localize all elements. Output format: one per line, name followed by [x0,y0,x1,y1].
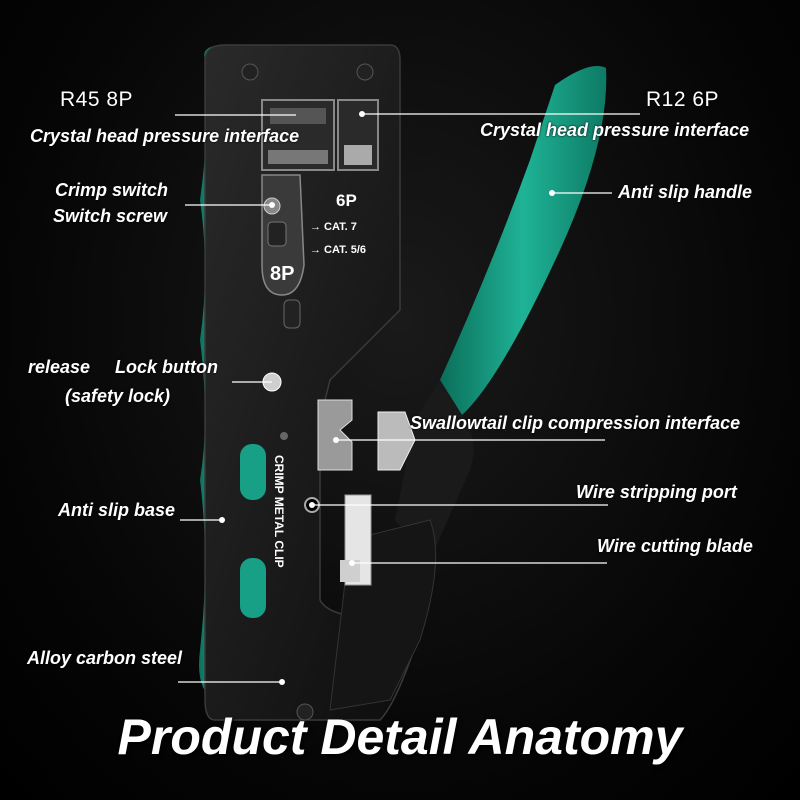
label-r45-desc: Crystal head pressure interface [30,126,300,146]
label-alloy: Alloy carbon steel [27,648,183,668]
label-r12-model: R12 6P [646,88,720,111]
label-switch-screw: Switch screw [53,206,168,226]
screw-top-left [241,63,259,81]
label-wire-cutting: Wire cutting blade [597,536,753,556]
label-r12-desc: Crystal head pressure interface [480,120,750,140]
marking-8p: 8P [270,263,294,285]
label-anti-slip-base: Anti slip base [58,500,176,520]
page-title: Product Detail Anatomy [117,709,683,765]
anti-slip-handle [440,66,607,415]
label-wire-stripping: Wire stripping port [576,482,737,502]
label-crimp-switch: Crimp switch [55,180,169,200]
marking-cat56: → CAT. 5/6 [310,244,366,256]
label-r45-model: R45 8P [60,88,134,111]
swallowtail-interface [317,399,353,471]
label-release: release [28,357,91,377]
screw-bottom [296,703,314,721]
marking-6p: 6P [336,191,357,210]
grip-oval-upper [240,444,266,500]
label-swallowtail: Swallowtail clip compression interface [410,413,741,433]
right-arm [395,380,474,560]
grip-oval-lower [240,558,266,618]
label-anti-slip-handle: Anti slip handle [618,182,753,202]
label-safety-lock: (safety lock) [65,386,171,406]
label-lock-button: Lock button [115,357,218,377]
leader-dots [219,111,555,685]
marking-crimp-metal-clip: CRIMP METAL CLIP [272,455,286,568]
marking-cat7: → CAT. 7 [310,221,357,233]
screw-top-right [356,63,374,81]
leader-lines [175,113,640,683]
